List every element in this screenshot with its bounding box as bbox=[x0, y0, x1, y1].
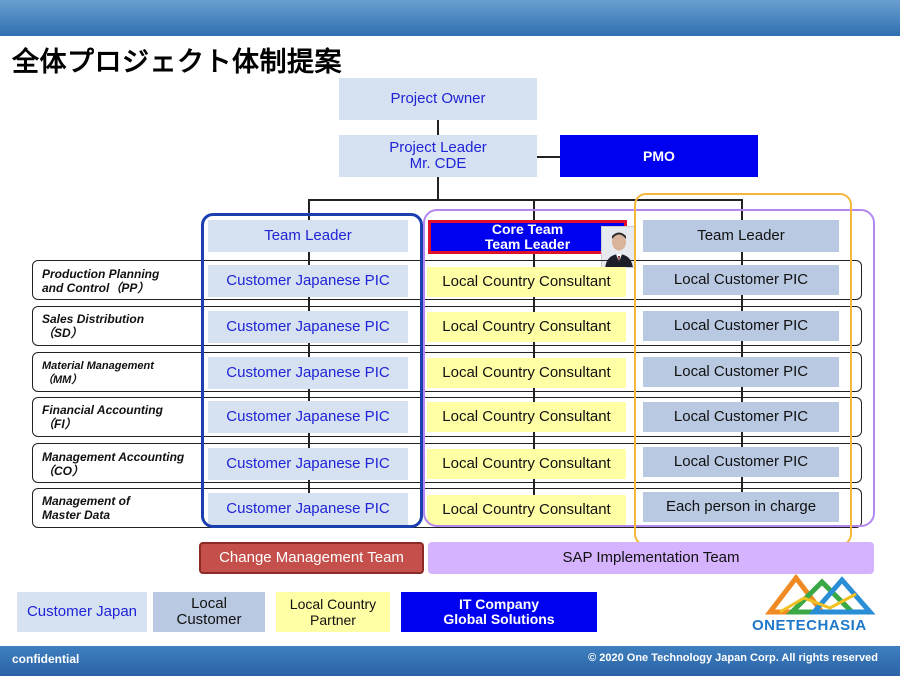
footer-confidential: confidential bbox=[12, 652, 80, 666]
row-frame-mm bbox=[32, 352, 862, 392]
logo-text: ONETECHASIA bbox=[752, 617, 867, 634]
center-cell-master: Local Country Consultant bbox=[427, 495, 626, 525]
project-leader-box: Project Leader Mr. CDE bbox=[339, 135, 537, 177]
row-frame-co bbox=[32, 443, 862, 483]
connector-leader-pmo bbox=[537, 156, 560, 158]
left-cell-fi: Customer Japanese PIC bbox=[208, 401, 408, 433]
right-team-leader-label: Team Leader bbox=[697, 227, 785, 244]
project-owner-label: Project Owner bbox=[390, 90, 486, 107]
legend-customer-japan: Customer Japan bbox=[17, 592, 147, 632]
footer-bar bbox=[0, 646, 900, 676]
left-cell-mm: Customer Japanese PIC bbox=[208, 357, 408, 389]
legend-partner: Local Country Partner bbox=[276, 592, 390, 632]
change-management-team-label: Change Management Team bbox=[199, 542, 424, 574]
row-frame-sd bbox=[32, 306, 862, 346]
legend-it-company: IT Company Global Solutions bbox=[401, 592, 597, 632]
customer-japan-group-frame bbox=[201, 213, 423, 528]
center-cell-fi: Local Country Consultant bbox=[427, 402, 626, 432]
left-team-leader-label: Team Leader bbox=[264, 227, 352, 244]
row-label-sd: Sales Distribution（SD） bbox=[42, 312, 145, 340]
right-cell-master: Each person in charge bbox=[643, 492, 839, 522]
row-frame-fi bbox=[32, 397, 862, 437]
center-cell-co: Local Country Consultant bbox=[427, 449, 626, 479]
row-frame-master bbox=[32, 488, 862, 528]
center-cell-pp: Local Country Consultant bbox=[427, 267, 626, 297]
center-cell-mm: Local Country Consultant bbox=[427, 358, 626, 388]
right-cell-co: Local Customer PIC bbox=[643, 447, 839, 477]
project-owner-box: Project Owner bbox=[339, 78, 537, 120]
connector-horizontal bbox=[308, 199, 742, 201]
left-cell-pp: Customer Japanese PIC bbox=[208, 265, 408, 297]
right-team-leader-box: Team Leader bbox=[643, 220, 839, 252]
project-leader-name: Mr. CDE bbox=[409, 155, 467, 172]
center-cell-sd: Local Country Consultant bbox=[427, 312, 626, 342]
row-label-co: Management Accounting（CO） bbox=[42, 450, 185, 478]
onetech-asia-logo-icon bbox=[764, 573, 876, 615]
row-label-mm: Material Management（MM） bbox=[42, 360, 154, 386]
core-team-leader-label: Team Leader bbox=[484, 236, 571, 252]
pmo-box: PMO bbox=[560, 135, 758, 177]
right-cell-pp: Local Customer PIC bbox=[643, 265, 839, 295]
row-label-fi: Financial Accounting（FI） bbox=[42, 403, 163, 431]
core-team-leader-box: Core Team Team Leader bbox=[428, 220, 627, 254]
left-cell-master: Customer Japanese PIC bbox=[208, 493, 408, 525]
sap-implementation-team-label: SAP Implementation Team bbox=[428, 542, 874, 574]
local-customer-group-frame bbox=[634, 193, 852, 546]
page-title: 全体プロジェクト体制提案 bbox=[12, 47, 342, 78]
left-team-leader-box: Team Leader bbox=[208, 220, 408, 252]
right-cell-mm: Local Customer PIC bbox=[643, 357, 839, 387]
right-cell-sd: Local Customer PIC bbox=[643, 311, 839, 341]
core-team-label: Core Team bbox=[491, 221, 564, 237]
top-banner bbox=[0, 0, 900, 36]
footer-copyright: © 2020 One Technology Japan Corp. All ri… bbox=[588, 652, 878, 664]
connector-owner-leader bbox=[437, 120, 439, 135]
legend-local-customer: Local Customer bbox=[153, 592, 265, 632]
left-cell-co: Customer Japanese PIC bbox=[208, 448, 408, 480]
sap-team-group-frame bbox=[423, 209, 875, 527]
pmo-label: PMO bbox=[643, 148, 675, 164]
connector-leader-down bbox=[437, 177, 439, 199]
row-frame-pp bbox=[32, 260, 862, 300]
right-cell-fi: Local Customer PIC bbox=[643, 402, 839, 432]
project-leader-label: Project Leader bbox=[389, 139, 487, 156]
connector-left-drop bbox=[308, 199, 310, 221]
left-cell-sd: Customer Japanese PIC bbox=[208, 311, 408, 343]
